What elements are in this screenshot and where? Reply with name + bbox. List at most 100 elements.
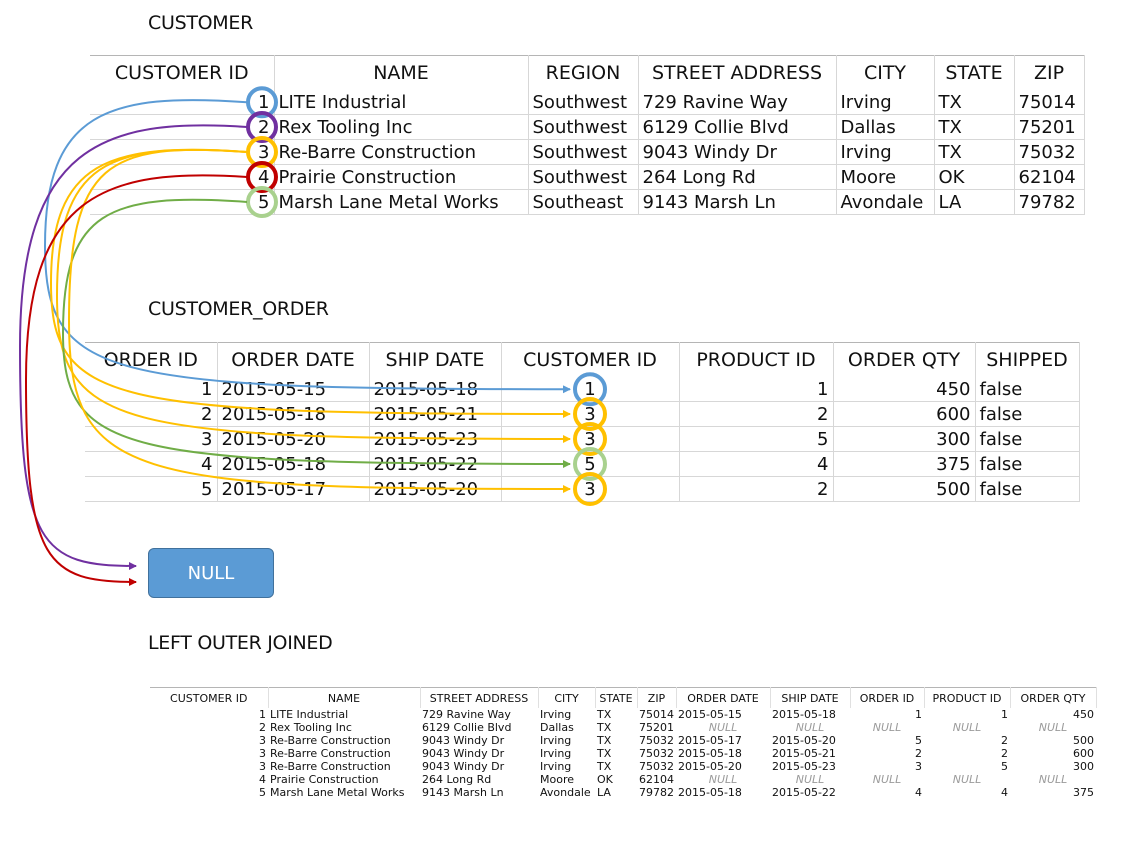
left-outer-joined-title: LEFT OUTER JOINED [148, 632, 333, 654]
order-col-header: SHIPPED [975, 342, 1080, 377]
joined-col-header: CUSTOMER ID [150, 687, 269, 708]
order-col-header: ORDER ID [85, 342, 218, 377]
order-cell: 300 [833, 426, 976, 452]
customer-cell: 729 Ravine Way [638, 90, 837, 115]
customer-id-cell: 1 [90, 90, 275, 115]
joined-col-header: ZIP [637, 687, 677, 708]
order-cell: 5 [679, 426, 834, 452]
null-cell: NULL [795, 720, 825, 734]
order-cell: 2015-05-23 [369, 426, 502, 452]
order-cell: 2015-05-17 [217, 476, 370, 502]
customer-order-header-row: ORDER ID ORDER DATE SHIP DATE CUSTOMER I… [85, 342, 1080, 377]
null-cell: NULL [872, 772, 902, 786]
order-customer-id-cell: 3 [501, 426, 680, 452]
customer-order-table: ORDER ID ORDER DATE SHIP DATE CUSTOMER I… [85, 342, 1080, 502]
null-cell: NULL [1038, 720, 1068, 734]
customer-cell: 75032 [1014, 139, 1085, 165]
order-cell: 1 [85, 377, 218, 402]
joined-col-header: STREET ADDRESS [420, 687, 539, 708]
order-customer-id-cell: 3 [501, 401, 680, 427]
order-cell: 450 [833, 377, 976, 402]
order-cell: 2015-05-21 [369, 401, 502, 427]
customer-cell: 62104 [1014, 164, 1085, 190]
customer-table: CUSTOMER ID NAME REGION STREET ADDRESS C… [90, 55, 1085, 215]
order-cell: 2015-05-20 [217, 426, 370, 452]
customer-cell: Southeast [528, 189, 639, 215]
customer-order-title: CUSTOMER_ORDER [148, 298, 329, 320]
joined-cell: 5 [915, 733, 922, 747]
customer-col-header: NAME [274, 55, 529, 90]
order-cell: false [975, 451, 1080, 477]
joined-cell: 2015-05-23 [772, 759, 836, 773]
joined-cell: 62104 [639, 772, 674, 786]
order-cell: false [975, 377, 1080, 402]
joined-cell: Irving [540, 733, 572, 747]
order-cell: 2 [679, 476, 834, 502]
customer-cell: Avondale [836, 189, 935, 215]
joined-cell: 75032 [639, 746, 674, 760]
customer-cell: Moore [836, 164, 935, 190]
joined-cell: 500 [1073, 733, 1094, 747]
order-cell: 2015-05-20 [369, 476, 502, 502]
customer-cell: LITE Industrial [274, 90, 529, 115]
order-cell: 3 [85, 426, 218, 452]
joined-cell: 2015-05-21 [772, 746, 836, 760]
joined-cell: 5 [259, 785, 266, 799]
joined-cell: 450 [1073, 707, 1094, 721]
customer-cell: LA [934, 189, 1015, 215]
customer-id-cell: 2 [90, 114, 275, 140]
customer-cell: 9043 Windy Dr [638, 139, 837, 165]
joined-cell: Irving [540, 707, 572, 721]
customer-id-cell: 5 [90, 189, 275, 215]
joined-cell: Marsh Lane Metal Works [270, 785, 405, 799]
order-cell: 1 [679, 377, 834, 402]
customer-cell: Rex Tooling Inc [274, 114, 529, 140]
customer-id-cell: 3 [90, 139, 275, 165]
order-col-header: CUSTOMER ID [501, 342, 680, 377]
customer-cell: Dallas [836, 114, 935, 140]
joined-cell: OK [597, 772, 613, 786]
joined-cell: 9043 Windy Dr [422, 759, 505, 773]
joined-cell: 2015-05-20 [678, 759, 742, 773]
customer-cell: Southwest [528, 90, 639, 115]
joined-cell: 2 [259, 720, 266, 734]
order-cell: 2015-05-15 [217, 377, 370, 402]
joined-header-row: CUSTOMER ID NAME STREET ADDRESS CITY STA… [150, 687, 1097, 708]
customer-cell: TX [934, 139, 1015, 165]
joined-cell: TX [597, 733, 612, 747]
joined-cell: 2015-05-18 [678, 746, 742, 760]
order-cell: 2015-05-18 [217, 451, 370, 477]
joined-col-header: CITY [538, 687, 596, 708]
joined-cell: 2 [1001, 746, 1008, 760]
null-cell: NULL [708, 772, 738, 786]
joined-cell: Irving [540, 746, 572, 760]
joined-cell: 75014 [639, 707, 674, 721]
joined-cell: TX [597, 707, 612, 721]
joined-cell: 1 [259, 707, 266, 721]
customer-col-header: ZIP [1014, 55, 1085, 90]
joined-cell: TX [597, 746, 612, 760]
order-customer-id-cell: 5 [501, 451, 680, 477]
order-col-header: SHIP DATE [369, 342, 502, 377]
customer-cell: TX [934, 90, 1015, 115]
joined-cell: 2015-05-17 [678, 733, 742, 747]
order-cell: false [975, 426, 1080, 452]
joined-cell: Dallas [540, 720, 574, 734]
joined-cell: 1 [1001, 707, 1008, 721]
joined-cell: Moore [540, 772, 574, 786]
joined-cell: 2 [915, 746, 922, 760]
joined-cell: 9043 Windy Dr [422, 733, 505, 747]
order-col-header: ORDER DATE [217, 342, 370, 377]
joined-cell: 3 [915, 759, 922, 773]
customer-cell: 6129 Collie Blvd [638, 114, 837, 140]
joined-cell: Re-Barre Construction [270, 759, 391, 773]
joined-cell: 300 [1073, 759, 1094, 773]
customer-title: CUSTOMER [148, 12, 253, 34]
joined-cell: TX [597, 720, 612, 734]
